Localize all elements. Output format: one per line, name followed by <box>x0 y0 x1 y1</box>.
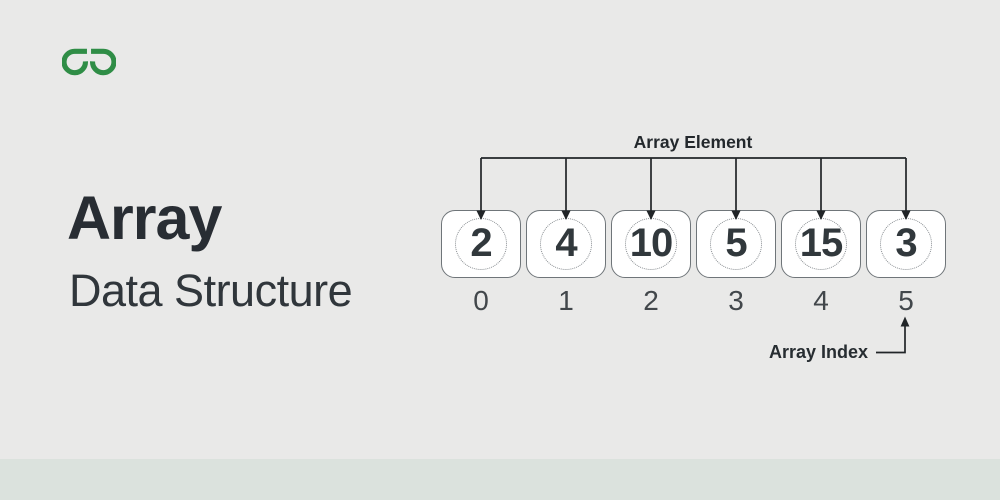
element-value: 4 <box>555 221 577 265</box>
array-cell: 4 <box>526 210 606 278</box>
index-digit: 2 <box>643 285 659 316</box>
element-circle: 3 <box>880 218 932 270</box>
page-subtitle: Data Structure <box>69 265 353 316</box>
index-digit: 0 <box>473 285 489 316</box>
array-cell: 15 <box>781 210 861 278</box>
element-circle: 2 <box>455 218 507 270</box>
element-value: 2 <box>470 221 492 265</box>
element-value: 10 <box>629 221 673 265</box>
array-index-label: Array Index <box>768 342 868 362</box>
element-value: 3 <box>895 221 917 265</box>
array-cell: 10 <box>611 210 691 278</box>
element-circle: 5 <box>710 218 762 270</box>
element-circle: 4 <box>540 218 592 270</box>
element-value: 5 <box>725 221 747 265</box>
array-cell: 5 <box>696 210 776 278</box>
geeksforgeeks-logo-icon <box>62 48 116 76</box>
element-circle: 15 <box>795 218 847 270</box>
index-digit: 4 <box>813 285 829 316</box>
array-cell: 3 <box>866 210 946 278</box>
array-cell: 2 <box>441 210 521 278</box>
index-digit: 1 <box>558 285 574 316</box>
page-title: Array <box>67 184 222 252</box>
index-digit: 3 <box>728 285 744 316</box>
index-digit: 5 <box>898 285 914 316</box>
array-index-arrow <box>876 322 906 354</box>
footer-band <box>0 459 1000 500</box>
array-index-arrowhead <box>900 316 910 327</box>
element-value: 15 <box>799 221 843 265</box>
element-circle: 10 <box>625 218 677 270</box>
array-element-label: Array Element <box>633 132 753 152</box>
